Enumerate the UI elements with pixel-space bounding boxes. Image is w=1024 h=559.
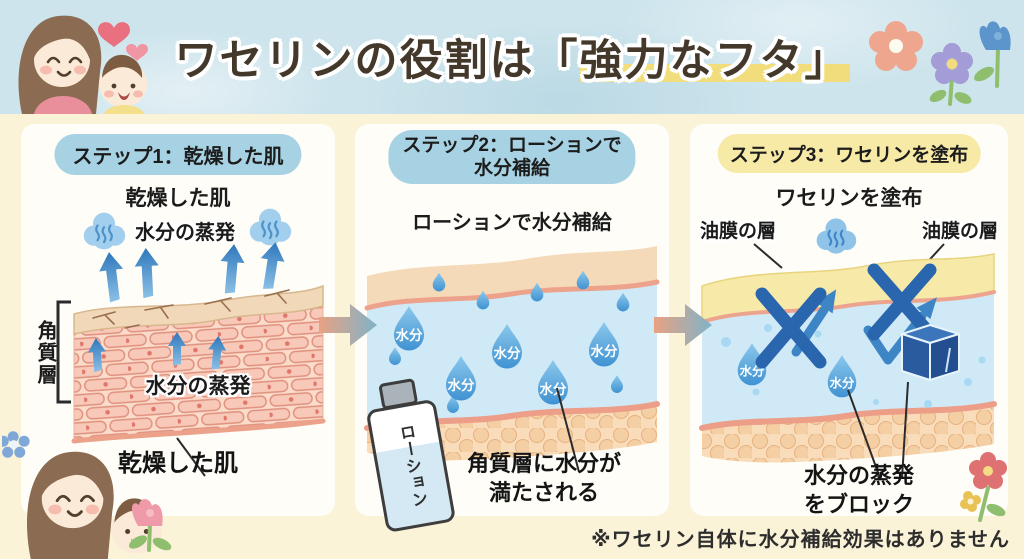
skin-surface-layer	[367, 246, 657, 308]
step2-caption-line1: 角質層に水分が	[466, 451, 621, 476]
step1-header-label: ステップ1：乾燥した肌	[72, 146, 284, 168]
small-water-drops	[389, 270, 630, 413]
water-drop-label: 水分	[396, 327, 423, 343]
step3-caption-line2: をブロック	[803, 491, 914, 517]
salmon-flower	[869, 21, 923, 71]
next-step-arrow-icon	[319, 302, 377, 348]
lower-skin-cells	[702, 404, 994, 463]
water-drop-label: 水分	[830, 375, 855, 390]
step2-header-line2: 水分補給	[473, 158, 551, 180]
purple-flower	[929, 43, 973, 106]
vaseline-cube-icon	[901, 324, 960, 381]
evaporation-arrows	[87, 242, 285, 373]
step3-header-pill: ステップ3：ワセリンを塗布	[717, 134, 981, 173]
next-step-arrow-icon	[654, 302, 712, 348]
title-highlight: 強力なフタ」	[579, 37, 850, 85]
step2-header-line1: ステップ2：ローションで	[402, 135, 622, 156]
step2-header-pill: ステップ2：ローションで 水分補給	[388, 130, 636, 185]
crack-lines	[92, 289, 290, 329]
step1-evaporation-inner-label: 水分の蒸発	[145, 375, 251, 398]
water-drop-label: 水分	[448, 377, 475, 393]
lotion-bottle-label: ローション	[395, 422, 428, 510]
blue-tulip	[974, 21, 1011, 88]
mother-child-icon	[18, 15, 148, 115]
step1-header-pill: ステップ1：乾燥した肌	[54, 134, 302, 175]
blocked-cross-icon	[755, 287, 827, 369]
step3-header-label: ステップ3：ワセリンを塗布	[729, 145, 969, 166]
caption-pointer-line	[176, 437, 206, 477]
step3-panel: ステップ3：ワセリンを塗布 ワセリンを塗布 油膜の層 油膜の層	[690, 124, 1008, 519]
stratum-corneum-label: 角質層	[34, 320, 56, 386]
blue-flower-icon	[0, 431, 30, 458]
flowers-icon	[869, 21, 1011, 106]
step1-panel: ステップ1：乾燥した肌 乾燥した肌 水分の蒸発	[21, 124, 335, 516]
water-drop-label: 水分	[540, 381, 568, 397]
step2-caption-line2: 満たされる	[488, 479, 599, 505]
header-band: ワセリンの役割は「強力なフタ」	[0, 0, 1024, 114]
oil-film-label-right: 油膜の層	[921, 221, 998, 242]
step2-title-label: ローションで水分補給	[412, 212, 612, 234]
flowers-icon	[960, 452, 1007, 522]
oil-film-label-left: 油膜の層	[700, 221, 777, 242]
page-title: ワセリンの役割は「強力なフタ」	[0, 26, 1024, 88]
blocked-evaporation-left	[755, 287, 837, 369]
mother-child-illustration-top	[6, 4, 162, 119]
step3-caption: 水分の蒸発 をブロック	[750, 462, 968, 519]
steam-cloud-icon	[81, 210, 127, 257]
water-drop-label: 水分	[591, 343, 619, 359]
blocked-cross-icon	[867, 263, 937, 341]
water-drop-label: 水分	[494, 345, 522, 361]
stratum-bracket	[56, 300, 71, 404]
vaseline-skin-illustration: 水分 水分	[699, 243, 997, 479]
steam-cloud-icon	[814, 216, 858, 261]
caption-pointer-lines	[847, 381, 909, 479]
footer-note: ※ワセリン自体に水分補給効果はありません	[591, 529, 1010, 551]
pink-tulip-icon	[126, 496, 176, 559]
step2-caption: 角質層に水分が 満たされる	[425, 450, 663, 507]
dry-skin-illustration	[56, 242, 326, 477]
blocked-evaporation-right	[863, 263, 960, 381]
step1-caption: 乾燥した肌	[118, 450, 238, 477]
labeled-water-drops: 水分 水分	[737, 343, 857, 398]
flowers-bottom-right	[958, 448, 1018, 531]
labeled-water-drops: 水分 水分 水分 水分 水分	[394, 306, 619, 405]
flowers-top-right	[860, 8, 1016, 113]
title-prefix: ワセリンの役割は「	[174, 37, 580, 85]
bottle-body: ローション	[365, 398, 457, 533]
step2-panel: ステップ2：ローションで 水分補給 ローションで水分補給	[355, 124, 669, 533]
step1-evaporation-label: 水分の蒸発	[135, 222, 235, 244]
step1-skin-label: 乾燥した肌	[125, 187, 231, 210]
step3-title-label: ワセリンを塗布	[775, 187, 923, 210]
caption-pointer-line	[556, 387, 580, 473]
step3-caption-line1: 水分の蒸発	[803, 463, 914, 488]
steam-cloud-icon	[247, 206, 293, 253]
